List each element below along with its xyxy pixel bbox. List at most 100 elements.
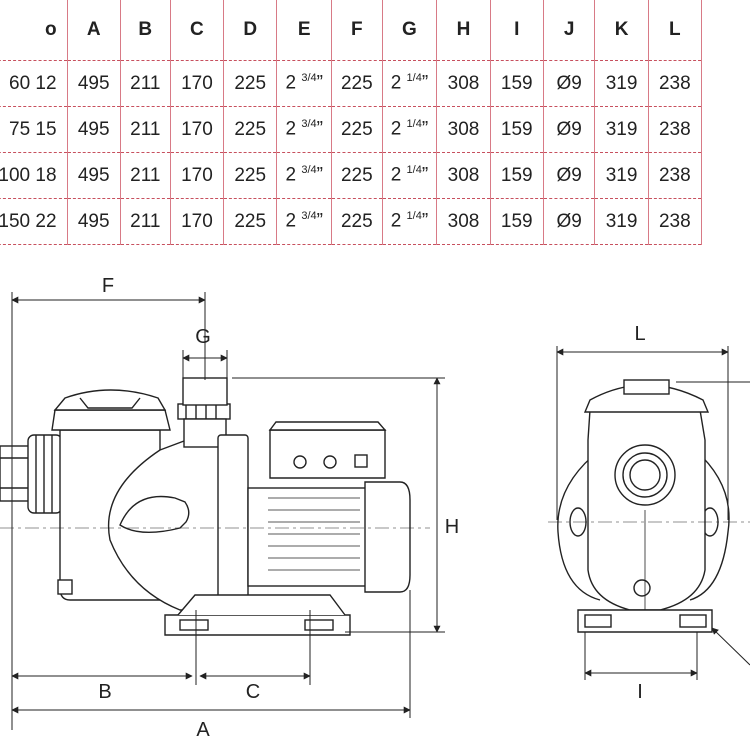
label-b: B — [98, 681, 111, 703]
label-c: C — [246, 681, 260, 703]
header-g: G — [382, 0, 438, 61]
outlet-pipe — [182, 377, 228, 406]
cell-inch-mark: ” — [316, 118, 323, 140]
cell-l: 238 — [648, 152, 703, 199]
header-i: I — [490, 0, 544, 61]
inlet-union — [27, 434, 63, 514]
cell-inch-mark: ” — [316, 72, 323, 94]
header-k: K — [594, 0, 649, 61]
cell-d: 225 — [223, 198, 278, 245]
cell-int: 2 — [285, 72, 297, 94]
cell-i: 159 — [490, 106, 544, 153]
header-h: H — [436, 0, 491, 61]
cell-k: 319 — [594, 60, 649, 107]
cell-inch-mark: ” — [421, 210, 429, 232]
cell-g: 2 1/4” — [382, 198, 438, 245]
header-e: E — [276, 0, 333, 61]
cell-i: 159 — [490, 198, 544, 245]
cell-int: 2 — [285, 210, 297, 232]
label-l: L — [634, 323, 645, 345]
cell-frac: 3/4 — [301, 164, 317, 177]
cell-b: 211 — [120, 152, 171, 199]
cell-a: 495 — [67, 60, 121, 107]
cell-inch-mark: ” — [421, 72, 429, 94]
side-view-dimensions — [11, 292, 445, 730]
header-l: L — [648, 0, 703, 61]
cell-frac: 1/4 — [406, 164, 422, 177]
cell-inch-mark: ” — [316, 164, 323, 186]
cell-g: 2 1/4” — [382, 60, 438, 107]
cell-c: 170 — [170, 106, 225, 153]
cell-j: Ø9 — [543, 106, 596, 153]
cell-a: 495 — [67, 152, 121, 199]
cell-model: 75 15 — [0, 106, 68, 153]
cell-e: 2 3/4” — [276, 60, 333, 107]
cell-a: 495 — [67, 198, 121, 245]
cell-frac: 3/4 — [301, 118, 317, 131]
cell-int: 2 — [285, 164, 297, 186]
cell-h: 308 — [436, 60, 491, 107]
cell-c: 170 — [170, 60, 225, 107]
cell-f: 225 — [331, 198, 383, 245]
cell-c: 170 — [170, 152, 225, 199]
cell-c: 170 — [170, 198, 225, 245]
cell-j: Ø9 — [543, 152, 596, 199]
cell-i: 159 — [490, 152, 544, 199]
terminal-box — [269, 429, 386, 479]
front-housing — [587, 409, 706, 611]
cell-model: 100 18 — [0, 152, 68, 199]
cell-frac: 1/4 — [406, 118, 422, 131]
motor-body — [247, 487, 374, 587]
label-g: G — [195, 326, 211, 348]
strainer-lid — [51, 409, 171, 431]
cell-inch-mark: ” — [316, 210, 323, 232]
label-i: I — [637, 681, 643, 703]
cell-d: 225 — [223, 106, 278, 153]
cell-k: 319 — [594, 152, 649, 199]
cell-i: 159 — [490, 60, 544, 107]
header-a: A — [67, 0, 121, 61]
cell-l: 238 — [648, 60, 703, 107]
pump-side-view — [0, 377, 411, 636]
pump-technical-drawing: F G H B C A L I — [0, 275, 750, 741]
header-f: F — [331, 0, 383, 61]
cell-f: 225 — [331, 152, 383, 199]
header-j: J — [543, 0, 596, 61]
cell-int: 2 — [285, 118, 297, 140]
cell-h: 308 — [436, 198, 491, 245]
front-view-dimensions — [556, 346, 750, 680]
label-a: A — [196, 719, 210, 741]
header-d: D — [223, 0, 278, 61]
cell-l: 238 — [648, 106, 703, 153]
header-b: B — [120, 0, 171, 61]
cell-model: 150 22 — [0, 198, 68, 245]
label-f: F — [102, 275, 114, 297]
cell-int: 2 — [390, 118, 402, 140]
cell-b: 211 — [120, 198, 171, 245]
dimension-j-leader — [711, 627, 750, 666]
cell-b: 211 — [120, 106, 171, 153]
cell-e: 2 3/4” — [276, 198, 333, 245]
cell-h: 308 — [436, 106, 491, 153]
cell-f: 225 — [331, 106, 383, 153]
cell-k: 319 — [594, 198, 649, 245]
table-header-row: o A B C D E F G H I J K L — [0, 0, 703, 61]
cell-inch-mark: ” — [421, 118, 429, 140]
cell-int: 2 — [390, 210, 402, 232]
cell-a: 495 — [67, 106, 121, 153]
label-h: H — [445, 516, 459, 538]
inlet-pipe — [0, 445, 31, 502]
cell-g: 2 1/4” — [382, 152, 438, 199]
cell-model: 60 12 — [0, 60, 68, 107]
cell-int: 2 — [390, 164, 402, 186]
motor-end-cap — [364, 481, 411, 593]
cell-frac: 3/4 — [301, 72, 317, 85]
cell-b: 211 — [120, 60, 171, 107]
cell-g: 2 1/4” — [382, 106, 438, 153]
cell-frac: 3/4 — [301, 210, 317, 223]
